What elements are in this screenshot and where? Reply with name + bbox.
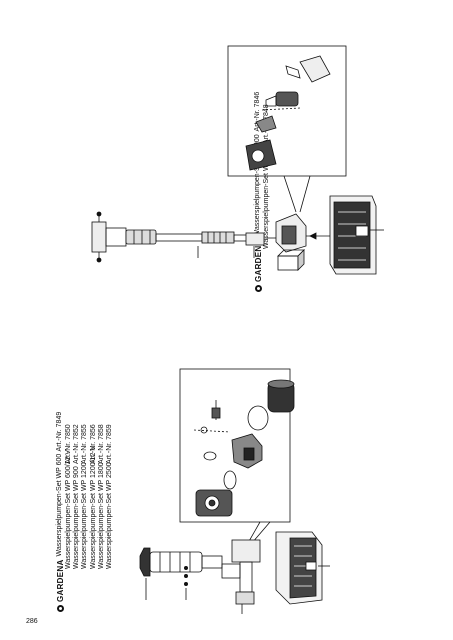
page-number: 286	[26, 618, 38, 625]
left-callout-parts	[193, 379, 295, 517]
right-pump-housing	[306, 195, 384, 275]
right-callout-parts	[245, 55, 331, 171]
right-nozzle-part	[91, 211, 265, 263]
left-nozzle-part	[139, 547, 223, 600]
left-tpiece-part	[221, 539, 261, 614]
right-callout-box	[227, 45, 347, 177]
right-tpiece-part	[266, 213, 307, 271]
left-callout-box	[179, 368, 291, 523]
left-pump-housing	[275, 531, 330, 605]
